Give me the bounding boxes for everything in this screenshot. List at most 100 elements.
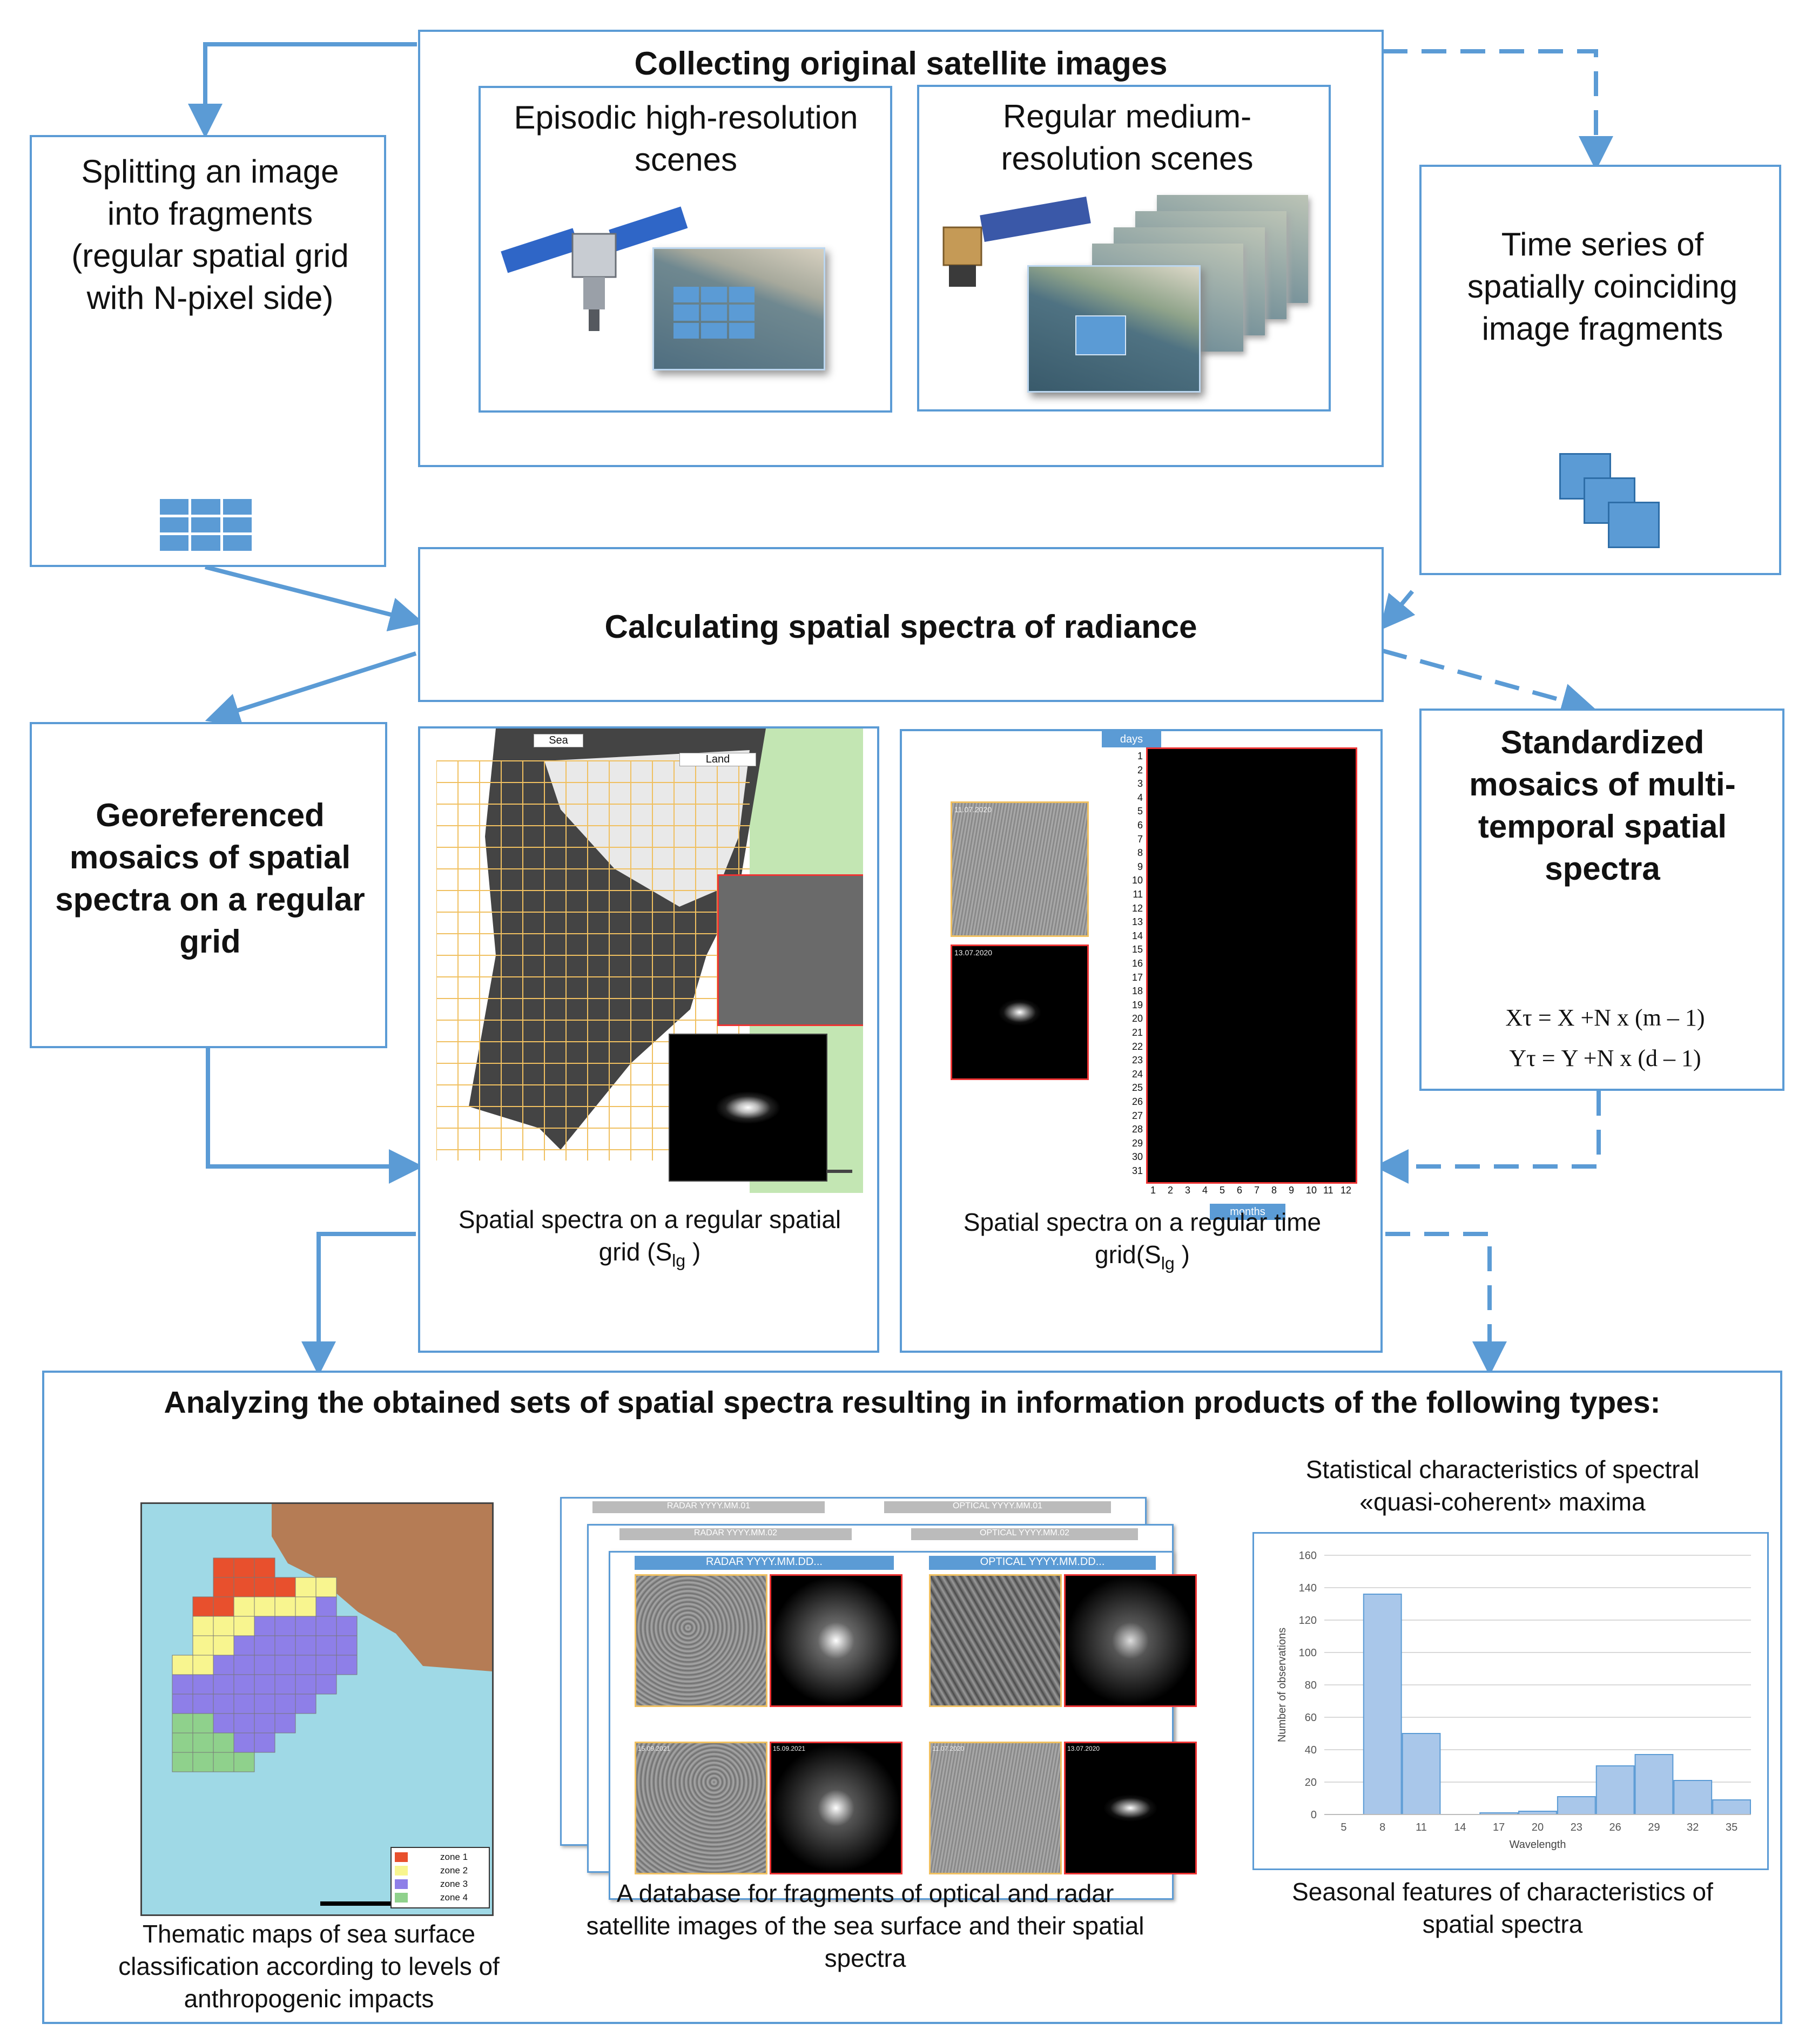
zone-cell [213,1655,234,1675]
analyze-box: Analyzing the obtained sets of spatial s… [42,1371,1782,2024]
zone-cell [315,1616,337,1636]
zone-cell [274,1596,296,1617]
zone-cell [213,1635,234,1656]
legend-label: zone 3 [440,1879,468,1889]
zone-cell [336,1655,358,1675]
x-tick-label: 11 [1416,1822,1427,1833]
collect-box: Collecting original satellite images Epi… [418,30,1384,467]
zone-cell [274,1616,296,1636]
zone-cell [254,1557,275,1578]
zone-cell [172,1752,193,1772]
zone-cell [233,1732,255,1753]
month-label: 12 [1341,1185,1352,1196]
legend-swatch [395,1893,408,1903]
zone-cell [213,1596,234,1617]
zone-cell [213,1577,234,1597]
episodic-scene [652,247,825,370]
zone-cell [233,1674,255,1695]
zone-cell [213,1674,234,1695]
formula-x: Xτ = X +N x (m – 1) [1505,1004,1705,1031]
zone-cell [336,1616,358,1636]
month-label: 10 [1306,1185,1317,1196]
x-tick-label: 8 [1379,1822,1385,1833]
zone-cell [192,1694,214,1714]
day-label: 29 [1131,1137,1143,1149]
day-label: 13 [1131,916,1143,928]
zone-cell [254,1655,275,1675]
zone-cell [274,1674,296,1695]
zone-cell [315,1596,337,1617]
zone-cell [213,1616,234,1636]
standard-label: Standardized mosaics of multi-temporal s… [1469,724,1736,887]
arrow-georef-to-spatial [206,1048,423,1184]
zone-cell [254,1732,275,1753]
zone-cell [274,1635,296,1656]
spatial-map: Sea Land [436,728,863,1193]
zone-cell [274,1713,296,1733]
zone-cell [213,1557,234,1578]
zone-cell [254,1596,275,1617]
time-caption: Spatial spectra on a regular time grid(S… [963,1208,1322,1273]
histogram-bar [1634,1754,1674,1815]
zone-cell [254,1674,275,1695]
day-label: 19 [1131,999,1143,1010]
zone-cell [172,1713,193,1733]
histogram-bar [1402,1733,1441,1815]
zone-cell [295,1674,316,1695]
zone-cell [295,1616,316,1636]
zone-cell [315,1655,337,1675]
zone-cell [254,1635,275,1656]
histogram-bar [1557,1796,1596,1815]
y-tick-label: 60 [1305,1712,1317,1724]
zone-cell [295,1635,316,1656]
zone-cell [172,1732,193,1753]
zone-cell [233,1635,255,1656]
day-label: 22 [1131,1041,1143,1052]
collect-title: Collecting original satellite images [634,45,1168,82]
zone-cell [192,1596,214,1617]
histogram-bar [1595,1765,1635,1815]
x-tick-label: 32 [1687,1822,1699,1833]
zone-cell [192,1655,214,1675]
zone-cell [213,1694,234,1714]
satellite-icon [501,206,688,331]
georef-box: Georeferenced mosaics of spatial spectra… [30,722,387,1048]
episodic-box: Episodic high-resolution scenes [479,86,892,413]
zone-cell [315,1577,337,1597]
zone-cell [172,1694,193,1714]
y-tick-label: 120 [1299,1615,1317,1627]
month-label: 6 [1237,1185,1243,1196]
sheet-title-optical-02: OPTICAL YYYY.MM.02 [911,1528,1138,1540]
zone-cell [295,1577,316,1597]
zone-cell [233,1577,255,1597]
zone-cell [233,1694,255,1714]
x-tick-label: 29 [1648,1822,1660,1833]
zone-cell [274,1655,296,1675]
histogram-bar [1673,1780,1713,1815]
zone-cell [233,1616,255,1636]
day-label: 17 [1131,972,1143,983]
y-tick-label: 100 [1299,1647,1317,1659]
zone-cell [295,1596,316,1617]
sheet-title-radar-02: RADAR YYYY.MM.02 [619,1528,852,1540]
zone-cell [233,1596,255,1617]
legend-swatch [395,1852,408,1862]
y-tick-label: 40 [1305,1744,1317,1756]
day-label: 26 [1131,1096,1143,1107]
month-label: 4 [1202,1185,1208,1196]
sheet-title-optical-01: OPTICAL YYYY.MM.01 [884,1501,1111,1513]
x-tick-label: 26 [1609,1822,1621,1833]
x-tick-label: 5 [1341,1822,1346,1833]
y-tick-label: 140 [1299,1582,1317,1594]
day-label: 15 [1131,944,1143,955]
sea-label: Sea [534,734,583,747]
day-label: 2 [1137,764,1143,775]
x-tick-label: 17 [1493,1822,1505,1833]
day-label: 23 [1131,1055,1143,1066]
zone-cell [192,1635,214,1656]
arrow-calc-to-georef [205,651,417,727]
arrow-standard-to-time [1374,1091,1601,1184]
timeseries-label: Time series of spatially coinciding imag… [1467,226,1738,347]
